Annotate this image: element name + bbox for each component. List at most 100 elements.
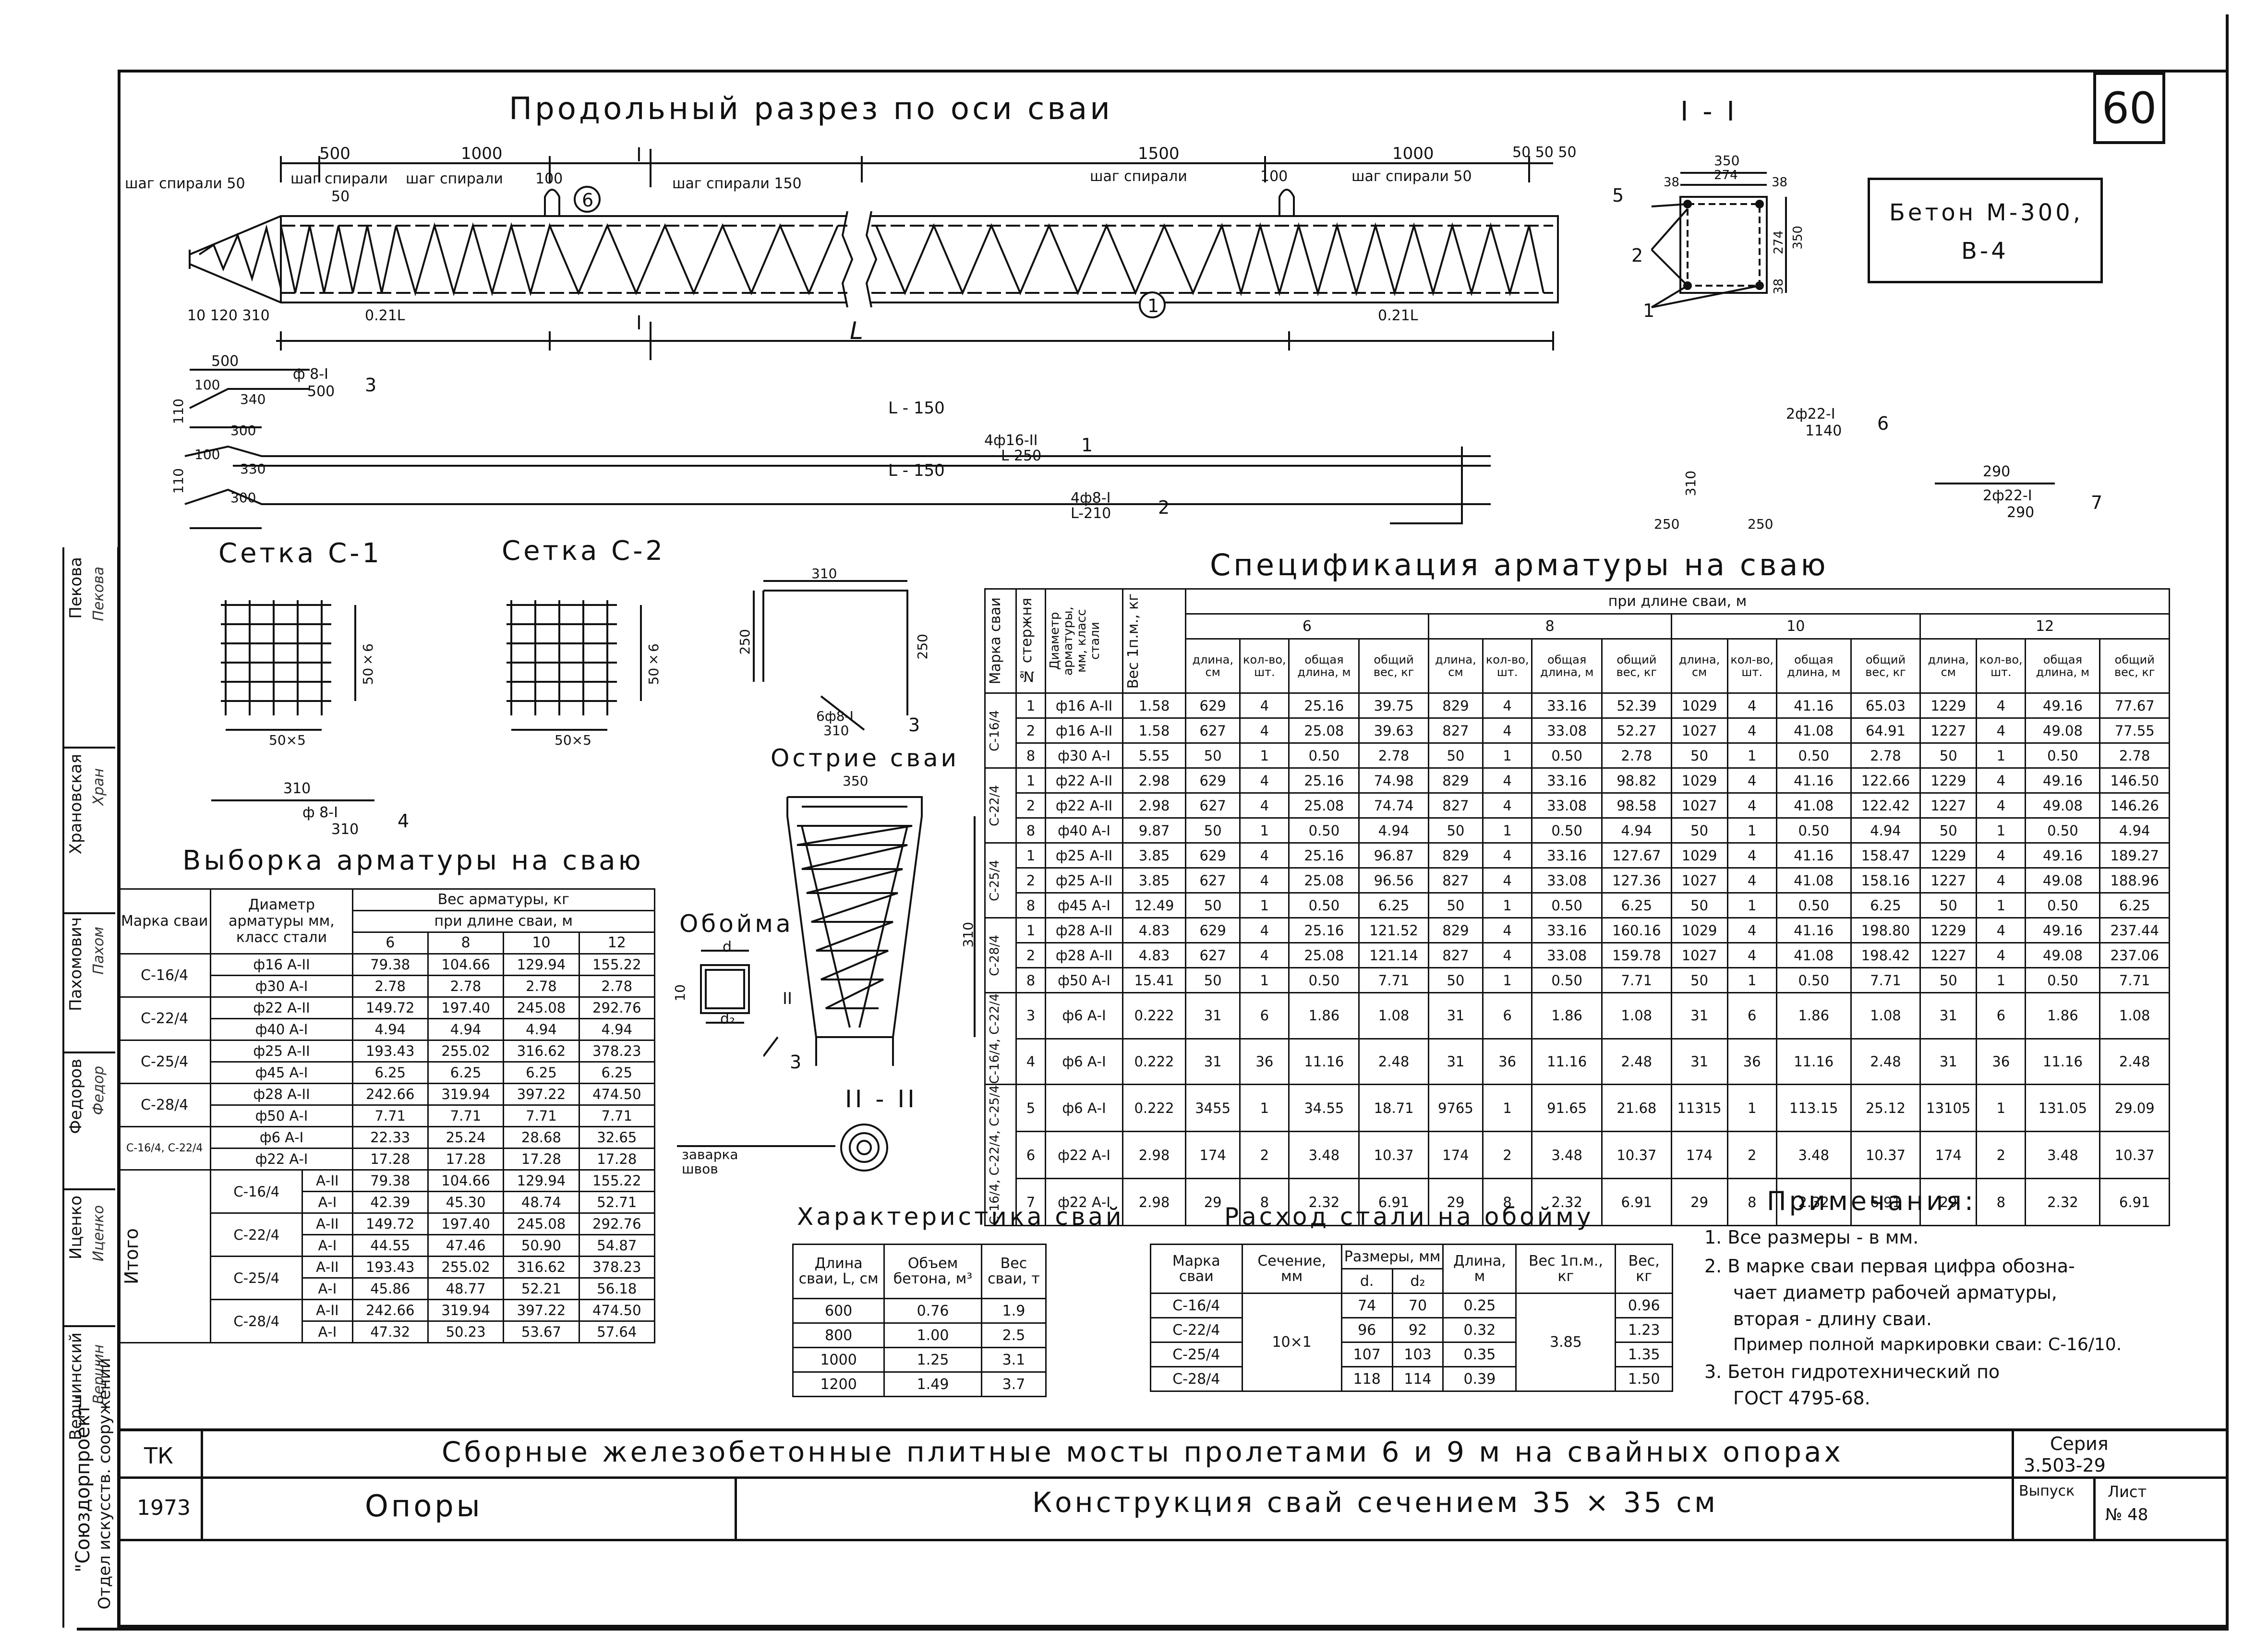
cons-d: 96 xyxy=(1340,1317,1393,1343)
dim-021L-right: 0.21L xyxy=(1378,307,1418,324)
section-II-drawing xyxy=(840,1124,888,1172)
sel-cell: 292.76 xyxy=(578,996,656,1019)
spec-cell: 10.37 xyxy=(1358,1131,1429,1180)
spec-cell: 4.94 xyxy=(1850,817,1921,844)
section-350-top: 350 xyxy=(1714,153,1740,169)
bar7-drawing xyxy=(1935,483,2055,484)
note-2d: Пример полной маркировки сваи: С-16/10. xyxy=(1733,1335,2122,1354)
spec-cell: 121.14 xyxy=(1358,942,1429,968)
spec-cell: 2 xyxy=(1015,942,1046,968)
bar4-label: ф 8-I xyxy=(302,804,338,821)
spec-cell: 0.50 xyxy=(1288,892,1360,919)
spec-cell: 6.91 xyxy=(1850,1178,1921,1227)
spec-cell: 96.87 xyxy=(1358,842,1429,869)
sel-mark-cell: С-22/4 xyxy=(117,996,212,1041)
spec-len-6: 6 xyxy=(1185,613,1429,640)
spec-cell: 0.50 xyxy=(1775,817,1852,844)
cons-table: Марка сваи Сечение, мм Размеры, мм Длина… xyxy=(1150,1244,1673,1392)
char-cell: 1000 xyxy=(792,1347,885,1373)
spec-h-diam: Диаметр арматуры, мм, класс стали xyxy=(1045,588,1123,694)
spec-cell: 127.67 xyxy=(1601,842,1672,869)
spec-cell: 7.71 xyxy=(2099,967,2170,993)
mesh-c1-title: Сетка С-1 xyxy=(218,538,383,569)
spec-cell: 41.16 xyxy=(1775,917,1852,943)
spec-cell: 29.09 xyxy=(2099,1084,2170,1133)
spec-cell: 7.71 xyxy=(1358,967,1429,993)
sel-cell: 17.28 xyxy=(351,1148,429,1171)
spec-cell: 1 xyxy=(1976,1084,2027,1133)
sel-len-8: 8 xyxy=(427,931,505,955)
spec-cell: 1 xyxy=(1726,1084,1777,1133)
sel-diam-cell: ф28 А-II xyxy=(210,1083,353,1106)
spec-cell: 49.16 xyxy=(2025,767,2101,794)
section-II-title: II - II xyxy=(845,1085,917,1113)
stamp-name-4: Федоров xyxy=(66,1059,85,1134)
cons-w1: 3.85 xyxy=(1515,1293,1617,1392)
spec-cell: 2 xyxy=(1015,792,1046,819)
spec-cell: 1.08 xyxy=(1601,992,1672,1040)
signature-5: Иценко xyxy=(90,1205,107,1262)
spec-cell: 4 xyxy=(1239,692,1290,719)
spec-cell: 122.66 xyxy=(1850,767,1921,794)
spec-sub-header: длина, см xyxy=(1919,638,1978,694)
bar5-310: 310 xyxy=(811,566,837,581)
spec-cell: 4 xyxy=(1015,1038,1046,1086)
cons-title: Расход стали на обойму xyxy=(1224,1203,1594,1231)
sel-cell: 7.71 xyxy=(427,1104,505,1127)
spec-cell: 1 xyxy=(1239,817,1290,844)
spec-cell: 41.16 xyxy=(1775,842,1852,869)
title-block-issue-divider xyxy=(2093,1476,2096,1539)
spec-cell: 8 xyxy=(1015,742,1046,769)
frame-right-line xyxy=(2226,14,2229,1631)
sel-cell: 255.02 xyxy=(427,1040,505,1063)
spec-cell: 8 xyxy=(1482,1178,1533,1227)
dim-021L-left: 0.21L xyxy=(365,307,405,324)
spec-cell: 41.08 xyxy=(1775,792,1852,819)
section-mark-I-bottom: I xyxy=(636,312,642,334)
title-block xyxy=(118,1428,2229,1631)
callout-1-sec: 1 xyxy=(1643,300,1655,321)
sel-total-cell: 292.76 xyxy=(578,1212,656,1235)
spec-cell: 827 xyxy=(1427,792,1484,819)
spec-cell: 25.08 xyxy=(1288,792,1360,819)
cons-h-len: Длина, м xyxy=(1442,1244,1517,1294)
spec-cell: 627 xyxy=(1184,717,1241,744)
bar6-250a: 250 xyxy=(1654,516,1680,532)
spec-cell: 1 xyxy=(1482,892,1533,919)
spec-sub-header: общая длина, м xyxy=(1775,638,1852,694)
spec-cell: 4.94 xyxy=(1358,817,1429,844)
title-block-supports-divider xyxy=(735,1476,737,1539)
char-cell: 0.76 xyxy=(883,1298,982,1324)
cons-h-sizes: Размеры, мм xyxy=(1340,1244,1444,1269)
spec-cell: 4.94 xyxy=(1601,817,1672,844)
spec-sub-header: общая длина, м xyxy=(2025,638,2101,694)
spec-cell: 4 xyxy=(1239,842,1290,869)
spec-cell: 4 xyxy=(1976,767,2027,794)
signature-1: Пекова xyxy=(90,567,107,621)
spec-cell: 4 xyxy=(1239,942,1290,968)
sel-diam-cell: ф6 А-I xyxy=(210,1126,353,1149)
sel-h-weight: Вес арматуры, кг xyxy=(351,888,656,911)
sel-diam-cell: ф22 А-I xyxy=(210,1148,353,1171)
sel-total-cell: 44.55 xyxy=(351,1234,429,1257)
sel-total-mark: С-25/4 xyxy=(210,1256,303,1300)
spec-cell: 1.86 xyxy=(1288,992,1360,1040)
spec-cell: 2.98 xyxy=(1122,1131,1186,1180)
signature-2: Хран xyxy=(90,768,107,806)
spec-cell: 50 xyxy=(1670,892,1728,919)
spec-cell: 4 xyxy=(1726,792,1777,819)
section-38a: 38 xyxy=(1664,175,1680,190)
sel-total-cell: 474.50 xyxy=(578,1299,656,1322)
sel-total-cell: А-II xyxy=(302,1169,353,1192)
spec-cell: 18.71 xyxy=(1358,1084,1429,1133)
spec-cell: 4 xyxy=(1239,917,1290,943)
spec-mark-cell: С-28/4 xyxy=(984,917,1017,993)
spec-cell: 1 xyxy=(1239,1084,1290,1133)
spec-cell: 8 xyxy=(1976,1178,2027,1227)
spec-cell: 1229 xyxy=(1919,917,1978,943)
